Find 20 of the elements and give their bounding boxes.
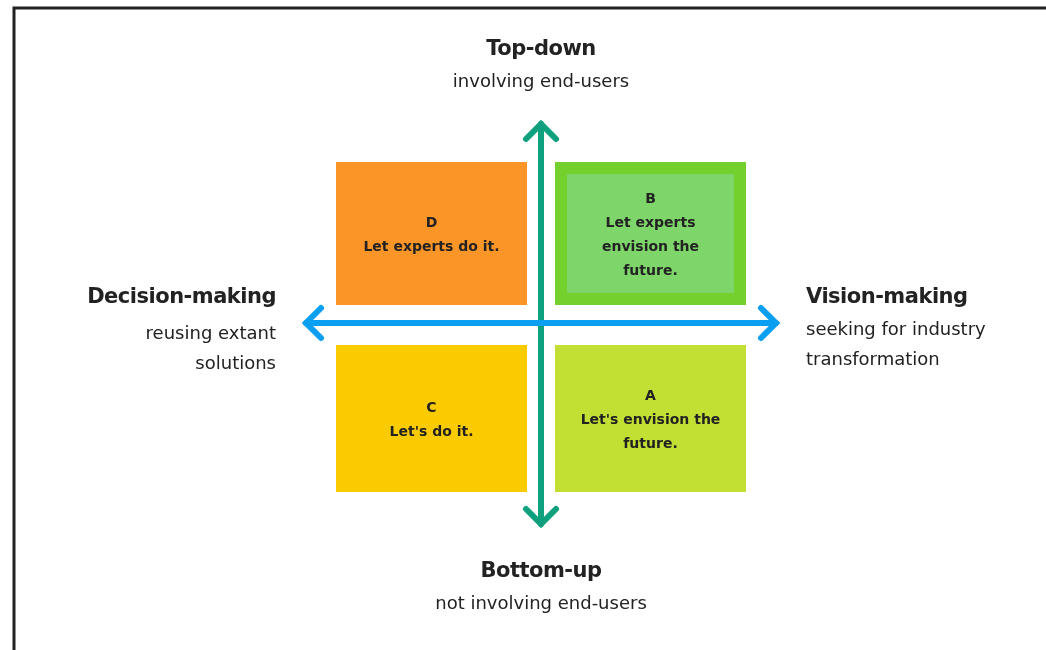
quadrant-box [336, 345, 527, 492]
quadrant-text: Let experts do it. [363, 236, 500, 256]
quadrant-letter: C [426, 397, 437, 417]
axis-title: Decision-making [87, 284, 276, 308]
quadrant-text: Let's envision the future. [579, 409, 722, 453]
axis-subtitle: reusing extant solutions [144, 321, 276, 375]
quadrant-box [336, 162, 527, 305]
axis-title: Bottom-up [480, 558, 602, 582]
axis-title: Top-down [486, 36, 596, 60]
quadrant-letter: D [425, 212, 438, 232]
axis-subtitle: not involving end-users [435, 591, 647, 615]
quadrant-box [555, 162, 746, 305]
quadrant-letter: B [645, 188, 656, 208]
quadrant-text: Let experts envision the future. [600, 212, 701, 280]
axis-subtitle: seeking for industry transformation [806, 317, 987, 371]
quadrant-text: Let's do it. [389, 421, 474, 441]
quadrant-box [555, 345, 746, 492]
quadrant-letter: A [645, 385, 656, 405]
axis-title: Vision-making [806, 284, 968, 308]
axis-subtitle: involving end-users [452, 69, 630, 93]
